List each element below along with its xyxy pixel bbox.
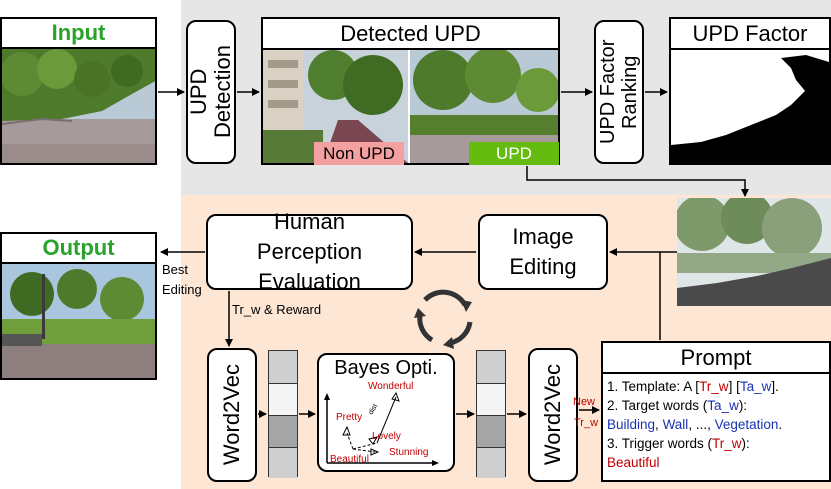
bayes-word-stunning: Stunning (389, 447, 429, 458)
new-label: New (573, 396, 596, 408)
bayes-word-beautiful: Beautiful (330, 454, 369, 465)
upd-factor-ranking-box: UPD Factor Ranking (594, 20, 644, 164)
factor-overlay-image (677, 198, 831, 306)
vector-cell (477, 383, 505, 415)
prompt-box: Prompt 1. Template: A [Tr_w] [Ta_w]. 2. … (601, 341, 831, 482)
prompt-line-trigger: 3. Trigger words (Tr_w): (607, 436, 750, 451)
image-editing-box: Image Editing (478, 214, 608, 290)
bayes-opti-title: Bayes Opti. (334, 357, 438, 379)
prompt-title: Prompt (603, 343, 829, 374)
detected-upd-title: Detected UPD (340, 20, 481, 46)
upd-detection-label: UPD Detection (185, 45, 235, 139)
vector-cell (269, 351, 297, 383)
prompt-line-target: 2. Target words (Ta_w): (607, 398, 748, 413)
human-perception-label: Human Perception Evaluation (256, 209, 363, 294)
output-title-box: Output (0, 232, 157, 262)
bayes-word-pretty: Pretty (336, 412, 363, 423)
upd-factor-mask-image (669, 48, 831, 165)
output-label: Output (42, 235, 115, 260)
image-editing-label: Image Editing (509, 224, 577, 279)
upd-detection-box: UPD Detection (186, 20, 236, 164)
vector-cell (477, 415, 505, 447)
non-upd-badge: Non UPD (314, 142, 404, 165)
bayes-word-lovely: Lovely (372, 431, 401, 442)
detected-upd-title-box: Detected UPD (261, 17, 560, 48)
human-perception-box: Human Perception Evaluation (206, 209, 413, 294)
vector-cell (269, 383, 297, 415)
input-title-box: Input (0, 17, 157, 47)
word2vec-right-box: Word2Vec (528, 348, 578, 482)
vector-cell (477, 447, 505, 478)
bayes-opti-box: Bayes Opti. (317, 353, 455, 472)
prompt-body: 1. Template: A [Tr_w] [Ta_w]. 2. Target … (603, 374, 829, 472)
prompt-line-template: 1. Template: A [Tr_w] [Ta_w]. (607, 379, 779, 394)
embedding-vector-left (268, 350, 298, 478)
output-street-image (0, 262, 157, 380)
bayes-word-wonderful: Wonderful (368, 381, 414, 392)
vector-cell (269, 415, 297, 447)
bayes-plot (324, 391, 439, 466)
tr-reward-label: Tr_w & Reward (232, 302, 322, 317)
new-tr-label: Tr_w (574, 417, 599, 429)
prompt-line-trigger-words: Beautiful (607, 455, 660, 470)
word2vec-left-box: Word2Vec (207, 348, 257, 482)
vector-cell (477, 351, 505, 383)
word2vec-right-label: Word2Vec (539, 364, 565, 466)
upd-factor-ranking-label: UPD Factor Ranking (597, 39, 641, 145)
embedding-vector-right (476, 350, 506, 478)
non-upd-badge-label: Non UPD (323, 143, 395, 163)
best-editing-label: Best Editing (162, 262, 202, 298)
upd-factor-title-box: UPD Factor (669, 17, 831, 48)
input-label: Input (51, 20, 106, 45)
input-street-image (0, 47, 157, 165)
vector-cell (269, 447, 297, 478)
upd-badge-label: UPD (496, 143, 532, 163)
prompt-line-target-words: Building, Wall, ..., Vegetation. (607, 417, 783, 432)
word2vec-left-label: Word2Vec (218, 364, 244, 466)
upd-badge: UPD (469, 142, 559, 165)
upd-factor-title: UPD Factor (692, 20, 808, 46)
